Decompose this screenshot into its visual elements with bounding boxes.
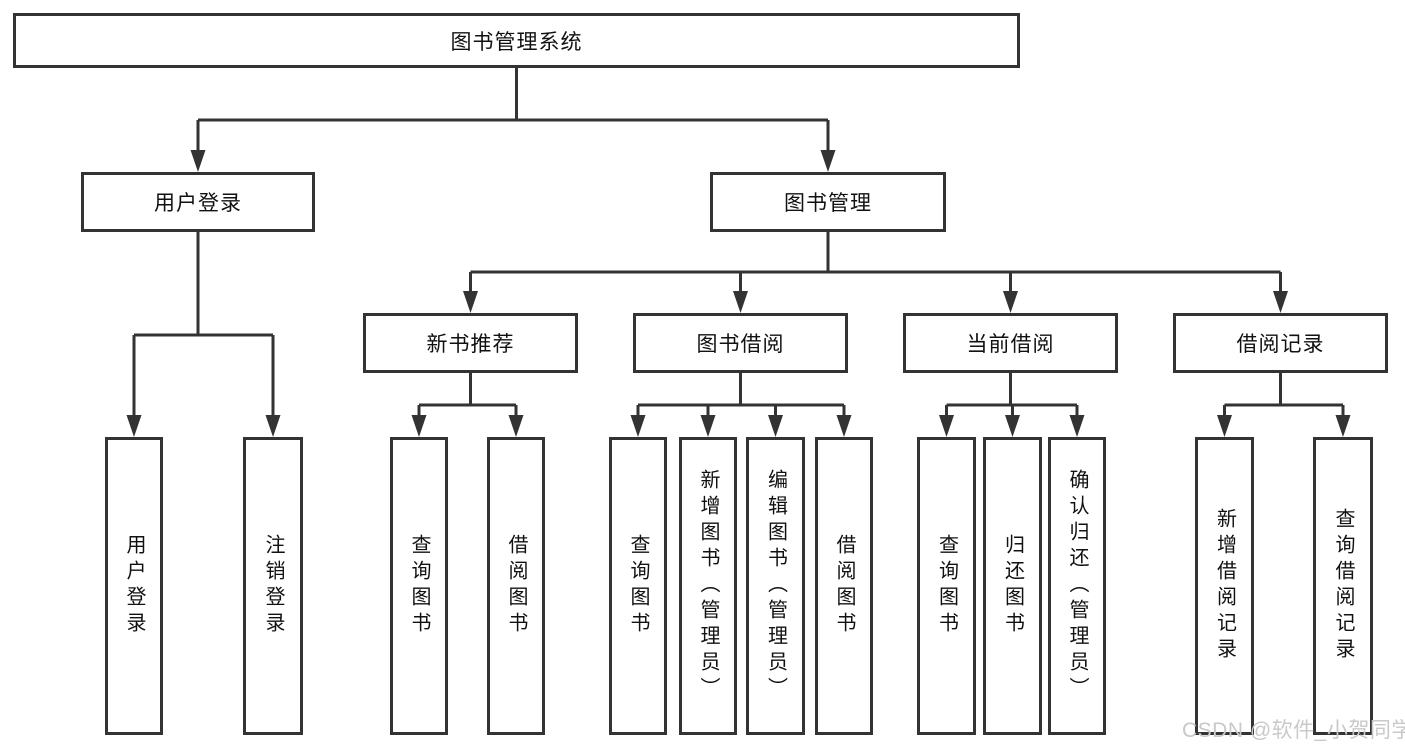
- node-user-login: 用户登录: [81, 172, 315, 232]
- leaf-query-books: 查询图书: [390, 437, 448, 735]
- leaf-logout: 注销登录: [243, 437, 303, 735]
- node-book-borrow: 图书借阅: [633, 313, 848, 373]
- csdn-watermark: CSDN @软件_小贺同学: [1182, 719, 1405, 742]
- node-borrow-records: 借阅记录: [1173, 313, 1388, 373]
- leaf-user-login: 用户登录: [105, 437, 163, 735]
- node-book-management: 图书管理: [710, 172, 946, 232]
- node-new-book-recommend: 新书推荐: [363, 313, 578, 373]
- leaf-return-book: 归还图书: [983, 437, 1042, 735]
- leaf-add-borrow-record: 新增借阅记录: [1195, 437, 1254, 735]
- node-current-borrow: 当前借阅: [903, 313, 1118, 373]
- leaf-add-book-admin: 新增图书（管理员）: [679, 437, 737, 735]
- leaf-query-borrow-record: 查询借阅记录: [1313, 437, 1373, 735]
- leaf-edit-book-admin: 编辑图书（管理员）: [746, 437, 805, 735]
- node-root-library-system: 图书管理系统: [13, 13, 1020, 68]
- arrowhead-icons: [126, 150, 1351, 437]
- leaf-borrow-books: 借阅图书: [487, 437, 545, 735]
- leaf-query-books-2: 查询图书: [609, 437, 667, 735]
- leaf-confirm-return-admin: 确认归还（管理员）: [1048, 437, 1106, 735]
- leaf-borrow-books-2: 借阅图书: [815, 437, 873, 735]
- leaf-query-books-3: 查询图书: [917, 437, 976, 735]
- connector-lines: [132, 68, 1345, 417]
